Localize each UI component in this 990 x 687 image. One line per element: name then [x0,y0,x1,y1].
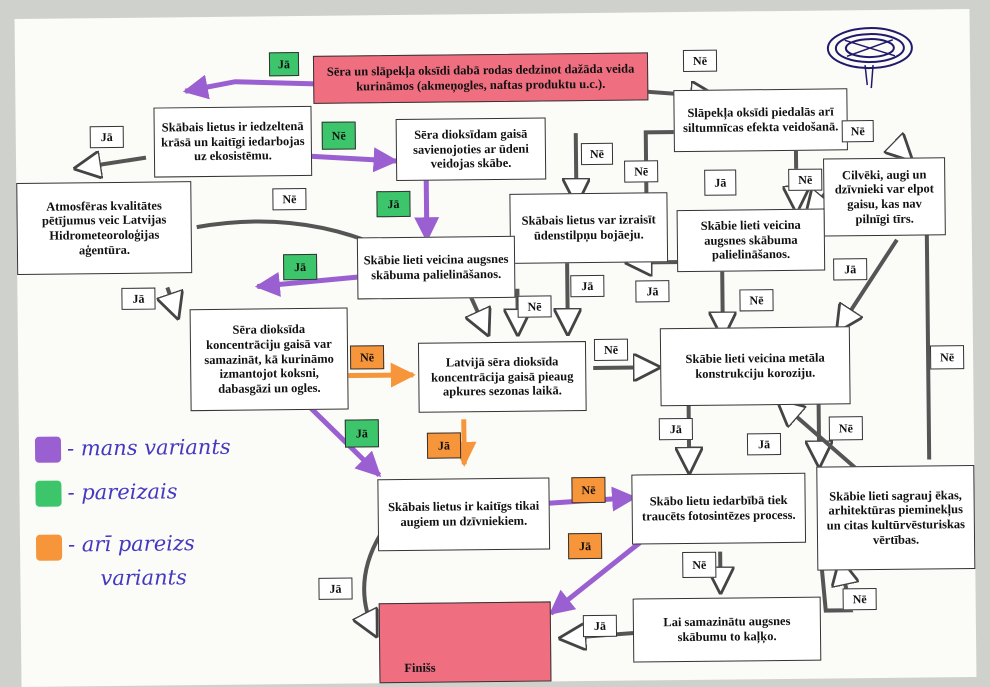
box-soil-acidity-center: Skābie lieti veicina augsnes skābuma pal… [356,235,516,300]
box-latvia-heating: Latvijā sēra dioksīda koncentrācija gais… [417,341,587,413]
label-ja: Jā [567,532,603,560]
box-metal-corrosion: Skābie lieti veicina metāla konstrukciju… [659,326,851,407]
label-ja: Jā [283,253,318,281]
legend-label-orange: - arī pareizs [67,531,195,557]
box-harmful-only: Skābais lietus ir kaitīgs tikai augiem u… [377,477,551,552]
box-soil-acidity-right: Skābie lieti veicina augsnes skābuma pal… [676,208,826,273]
scribble-cloud-doodle [826,27,913,89]
label-ja: Jā [426,432,462,459]
start-box: Sēra un slāpekļa oksīdi dabā rodas dedzi… [312,52,649,104]
label-ja: Jā [635,280,670,303]
legend-swatch-green [35,480,62,507]
label-ja: Jā [89,125,124,149]
label-ja: Jā [318,577,353,600]
label-ja: Jā [268,52,300,77]
label-ne: Nē [842,588,877,611]
label-ne: Nē [593,338,629,361]
legend-label-purple: - mans variants [66,434,231,461]
label-ja: Jā [376,190,411,218]
label-ne: Nē [272,187,307,211]
label-ne: Nē [349,345,385,370]
legend-label-orange-2: variants [100,565,187,591]
label-ne: Nē [682,551,717,579]
box-so2-water-acid: Sēra dioksīdam gaisā savienojoties ar ūd… [395,117,547,182]
label-ja: Jā [582,614,618,638]
box-people-breathe: Cilvēki, augi un dzīvnieki var elpot gai… [823,157,946,237]
box-acid-rain-yellow: Skābais lietus ir iedzeltenā krāsā un ka… [153,105,313,178]
legend-label-green: - pareizais [67,479,178,505]
label-ne: Nē [828,416,863,441]
label-ne: Nē [571,476,606,504]
legend-swatch-purple [34,436,62,463]
label-ne: Nē [682,49,718,73]
label-ne: Nē [788,168,823,191]
box-waterbody-damage: Skābais lietus var izraisīt ūdenstilpņu … [509,192,669,264]
label-ne: Nē [580,142,614,166]
box-atmosphere-research: Atmosfēras kvalitātes pētījumus veic Lat… [16,181,193,276]
box-lime-soil: Lai samazinātu augsnes skābumu to kaļķo. [632,596,822,663]
label-ja: Jā [344,419,380,448]
label-ja: Jā [121,287,156,310]
label-ne: Nē [929,345,965,370]
label-ne: Nē [739,289,774,312]
legend-swatch-orange [35,534,63,561]
label-ne: Nē [517,295,552,318]
paper-sheet: Sēra un slāpekļa oksīdi dabā rodas dedzi… [14,9,977,687]
label-ja: Jā [704,169,737,196]
label-ja: Jā [570,274,605,298]
label-ne: Nē [841,120,874,143]
label-ja: Jā [746,433,782,456]
label-ja: Jā [833,258,868,281]
label-ne: Nē [624,160,659,183]
box-reduce-so2: Sēra dioksīda koncentrāciju gaisā var sa… [189,307,349,412]
label-ja: Jā [658,417,693,441]
box-photosynthesis: Skābo lietu iedarbībā tiek traucēts foto… [631,472,807,545]
label-ne: Nē [321,121,356,150]
finish-box: Finišs [378,601,552,684]
box-buildings-destroyed: Skābie lieti sagrauj ēkas, arhitektūras … [816,464,976,571]
box-nitrogen-greenhouse: Slāpekļa oksīdi piedalās arī siltumnīcas… [673,88,848,153]
